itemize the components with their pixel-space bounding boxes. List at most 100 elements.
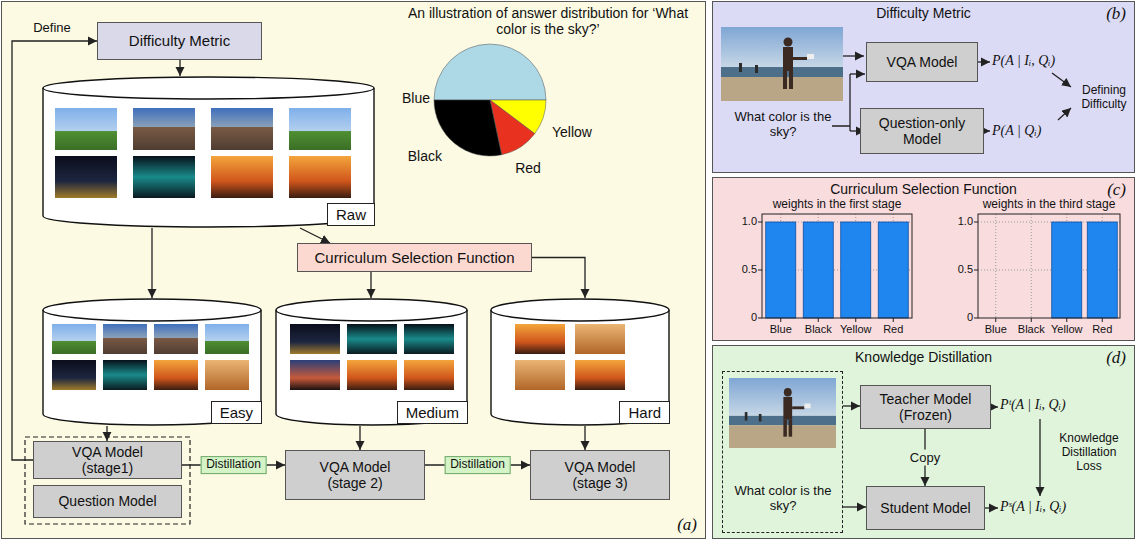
bar xyxy=(1087,222,1117,318)
connector xyxy=(179,60,180,76)
photo-thumbnail xyxy=(211,108,273,150)
photo-thumbnail xyxy=(52,324,96,354)
flow-arrow xyxy=(843,55,864,56)
grid-line xyxy=(855,214,856,318)
connector xyxy=(584,426,585,450)
dataset-cylinder: Hard xyxy=(490,298,670,426)
box-label: Question-only Model xyxy=(861,115,983,147)
box-label: VQA Model (stage1) xyxy=(58,444,158,476)
question-text: What color is the sky? xyxy=(733,110,833,140)
model-group-dashed xyxy=(25,437,190,524)
panel-title: Curriculum Selection Function xyxy=(753,181,1094,197)
bar-chart xyxy=(758,214,912,322)
grid-line xyxy=(818,214,819,318)
cylinder-top xyxy=(43,299,261,321)
cylinder-top xyxy=(491,299,669,321)
dataset-tag: Raw xyxy=(327,203,375,226)
photo-thumbnail xyxy=(515,360,565,390)
photo-thumbnail xyxy=(133,108,195,150)
photo-thumbnail xyxy=(154,324,198,354)
box-label: Question Model xyxy=(58,493,156,509)
dataset-cylinder: Medium xyxy=(275,298,468,426)
grid-line xyxy=(780,214,781,318)
photo-thumbnail xyxy=(347,360,397,390)
panel-tag: (b) xyxy=(1106,4,1126,24)
dataset-tag: Hard xyxy=(619,401,670,424)
grid-line xyxy=(978,270,1120,271)
photo-thumbnail xyxy=(290,324,340,354)
photo-thumbnail xyxy=(575,324,625,354)
dataset-tag: Easy xyxy=(211,401,262,424)
connector xyxy=(106,426,107,441)
tick-label: 0 xyxy=(967,311,973,324)
category-label: Black xyxy=(1018,323,1045,336)
category-label: Blue xyxy=(770,323,792,336)
connector xyxy=(300,228,330,243)
loss-arrow xyxy=(1039,419,1040,496)
dataset-tag: Medium xyxy=(397,401,468,424)
photo-thumbnail xyxy=(103,324,147,354)
chart-title: weights in the first stage xyxy=(773,198,902,212)
pie-slice xyxy=(490,100,546,134)
grid-line xyxy=(762,222,912,223)
grid-line xyxy=(1031,214,1032,318)
photo-thumbnail xyxy=(205,360,249,390)
annotation: Defining Difficulty xyxy=(1073,84,1135,112)
bar xyxy=(878,222,908,318)
process-box: Difficulty Metric xyxy=(97,22,262,60)
category-label: Black xyxy=(805,323,832,336)
box-label: Difficulty Metric xyxy=(129,32,230,49)
grid-line xyxy=(1066,214,1067,318)
connector xyxy=(843,405,860,406)
flow-line xyxy=(832,74,850,131)
panel-tag: (d) xyxy=(1106,348,1126,368)
connector xyxy=(370,272,371,298)
flow-arrow xyxy=(985,507,998,508)
grid-line xyxy=(893,214,894,318)
photo-thumbnail xyxy=(205,324,249,354)
flow-arrow xyxy=(985,406,998,407)
pie-slice xyxy=(434,100,502,156)
photo-thumbnail xyxy=(575,360,625,390)
category-label: Red xyxy=(1092,323,1112,336)
connector xyxy=(359,426,360,450)
flow-arrow xyxy=(1052,73,1071,87)
panel-tag: (a) xyxy=(677,515,697,535)
panel-tag: (c) xyxy=(1107,180,1126,200)
cylinder-body xyxy=(491,310,669,425)
tick-label: 0.5 xyxy=(958,263,973,276)
panel: Difficulty Metric(b)VQA ModelQuestion-on… xyxy=(712,1,1135,173)
pie-label: Yellow xyxy=(552,124,592,140)
bar-chart xyxy=(974,214,1120,322)
beach-photo xyxy=(729,378,836,448)
connector xyxy=(151,228,152,298)
probability-label: P(A | Qᵢ) xyxy=(992,123,1041,139)
grid-line xyxy=(995,214,996,318)
tick-label: 1.0 xyxy=(958,215,973,228)
flow-arrow xyxy=(978,130,990,131)
photo-thumbnail xyxy=(404,360,454,390)
tick-label: 1.0 xyxy=(742,215,757,228)
photo-thumbnail xyxy=(211,156,273,198)
photo-thumbnail xyxy=(55,108,117,150)
process-box: VQA Model (stage 3) xyxy=(530,450,670,500)
chart-frame xyxy=(762,214,912,318)
bar xyxy=(1052,222,1082,318)
panel-title: Knowledge Distillation xyxy=(753,349,1094,365)
process-box: Question-only Model xyxy=(860,108,984,154)
category-label: Red xyxy=(883,323,903,336)
dataset-cylinder: Raw xyxy=(42,76,375,228)
photo-thumbnail xyxy=(404,324,454,354)
category-label: Yellow xyxy=(1051,323,1082,336)
pie-label: Red xyxy=(515,160,541,176)
pie-title: An illustration of answer distribution f… xyxy=(403,5,693,37)
photo-thumbnail xyxy=(154,360,198,390)
grid-line xyxy=(1102,214,1103,318)
flow-arrow xyxy=(850,130,865,131)
pie-slice xyxy=(490,100,535,155)
cylinder-outline xyxy=(42,76,375,228)
bar xyxy=(841,222,871,318)
photo-thumbnail xyxy=(133,156,195,198)
photo-thumbnail xyxy=(52,360,96,390)
process-box: Question Model xyxy=(33,485,182,518)
